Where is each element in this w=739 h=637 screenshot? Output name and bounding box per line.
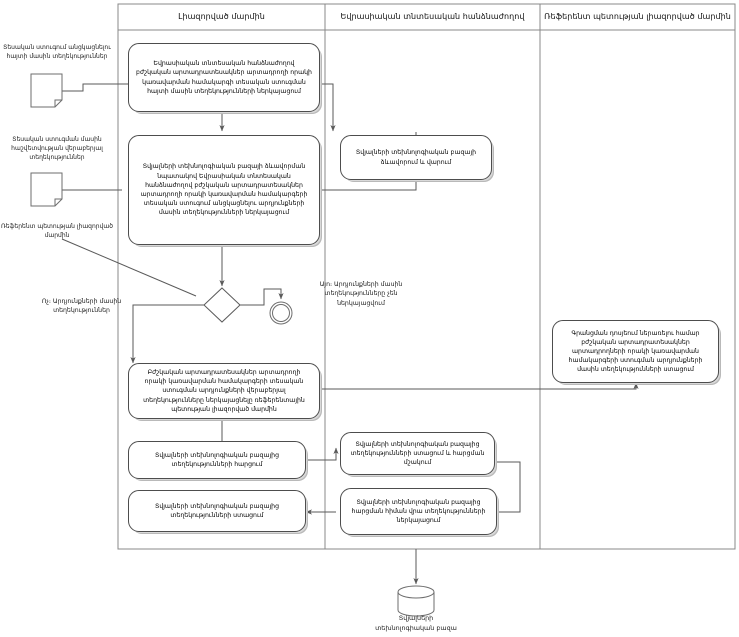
task-send-results-to-reference-state[interactable]: Բժշկական արտադրատեսակներ արտադրողի որակի… (128, 363, 320, 419)
data-store-tech-base (397, 585, 435, 617)
task-submit-inspection-results-label: Տվյալների տեխնոլոգիական բազայի ձևավորման… (140, 163, 308, 217)
end-event (269, 301, 293, 325)
task-request-from-base[interactable]: Տվյալների տեխնոլոգիական բազայից տեղեկութ… (128, 441, 306, 479)
task-form-and-maintain-base-label: Տվյալների տեխնոլոգիական բազայի ձևավորում… (355, 149, 477, 166)
gateway-branch-label-yes: Այո։ Արդյունքների մասին տեղեկությունները… (319, 281, 403, 307)
note-label-reference-state-body: Ռեֆերենտ պետության լիազորված մարմին (1, 223, 113, 239)
note-shape-application (30, 73, 63, 108)
gateway-results-available[interactable] (203, 287, 241, 323)
task-provide-info-on-request-label: Տվյալների տեխնոլոգիական բազայից հարցման … (351, 498, 486, 525)
task-send-results-to-reference-state-label: Բժշկական արտադրատեսակներ արտադրողի որակի… (143, 369, 305, 413)
gateway-branch-label-no: Ոչ։ Արդյունքների մասին տեղեկություններ (41, 298, 122, 315)
connector-send-to-reference (320, 382, 639, 390)
lane-title-eec: Եվրասիական տնտեսական հանձնաժողով (340, 12, 525, 21)
task-receive-and-process-request-label: Տվյալների տեխնոլոգիական բազայից տեղեկութ… (350, 440, 485, 467)
task-form-and-maintain-base[interactable]: Տվյալների տեխնոլոգիական բազայի ձևավորում… (340, 135, 492, 180)
lane-title-reference-state: Ռեֆերենտ պետության լիազորված մարմին (544, 12, 731, 21)
task-receive-and-process-request[interactable]: Տվյալների տեխնոլոգիական բազայից տեղեկութ… (340, 432, 495, 475)
connector-note3-to-gateway (61, 238, 197, 297)
task-receive-results-for-dossier[interactable]: Գրանցման դոսյեում ներառելու համար բժշկակ… (552, 320, 719, 383)
task-receive-info-from-base-label: Տվյալների տեխնոլոգիական բազայից տեղեկութ… (154, 502, 280, 519)
task-submit-inspection-results[interactable]: Տվյալների տեխնոլոգիական բազայի ձևավորման… (128, 135, 320, 245)
connector-gateway-yes (237, 288, 284, 306)
note-shape-report (30, 172, 63, 207)
task-submit-application-label: Եվրասիական տնտեսական հանձնաժողով բժշկակա… (136, 60, 312, 95)
data-store-label-line1: Տվյալների (398, 614, 434, 622)
note-label-report-info: Տեսական ստուգման մասին հաշվետվության վեր… (11, 136, 103, 161)
task-request-from-base-label: Տվյալների տեխնոլոգիական բազայից տեղեկութ… (154, 451, 280, 468)
task-receive-info-from-base[interactable]: Տվյալների տեխնոլոգիական բազայից տեղեկութ… (128, 490, 306, 532)
lane-title-authorized-body: Լիազորված մարմին (178, 12, 265, 21)
note-label-application-info: Տեսական ստուգում անցկացնելու հայտի մասին… (3, 44, 111, 60)
connector-note1-to-task1 (62, 83, 136, 92)
connector-request-to-eec (306, 447, 339, 461)
connector-gateway-no (130, 304, 207, 364)
connector-eecreceive-to-eecprovide (495, 461, 521, 513)
task-provide-info-on-request[interactable]: Տվյալների տեխնոլոգիական բազայից հարցման … (340, 488, 497, 535)
task-submit-application[interactable]: Եվրասիական տնտեսական հանձնաժողով բժշկակա… (128, 43, 320, 112)
connector-task1-to-eec (320, 83, 336, 132)
task-receive-results-for-dossier-label: Գրանցման դոսյեում ներառելու համար բժշկակ… (568, 329, 703, 374)
connector-layer (61, 83, 639, 585)
data-store-label-line2: տեխնոլոգիական բազա (375, 624, 457, 632)
